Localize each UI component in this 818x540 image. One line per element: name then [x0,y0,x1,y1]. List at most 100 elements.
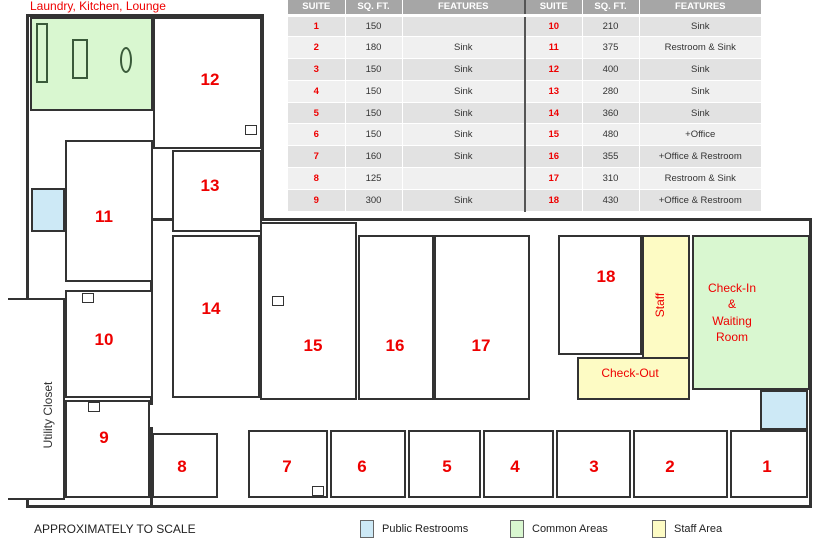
suite-label-10: 10 [94,330,114,349]
suite-11[interactable] [65,140,153,282]
legend-public-restrooms: Public Restrooms [360,520,468,538]
suite-label-11: 11 [95,207,113,226]
sqft-cell: 400 [582,58,640,81]
suite-table: SUITE SQ. FT. FEATURES SUITE SQ. FT. FEA… [288,0,762,212]
utility-closet-label: Utility Closet [41,381,55,449]
suite-label-17: 17 [471,336,491,355]
check-in-waiting-room[interactable] [692,235,810,390]
features-cell: Sink [402,80,526,103]
features-cell: Sink [402,189,526,212]
suite-label-5: 5 [442,457,452,476]
suite-18[interactable] [558,235,642,355]
sqft-cell: 300 [345,189,403,212]
header-features: FEATURES [402,0,526,17]
suite-8[interactable] [152,433,218,498]
suite-3[interactable] [556,430,631,498]
suite-cell: 14 [525,102,583,125]
suite-cell: 2 [288,36,346,60]
suite-label-4: 4 [510,457,520,476]
suite-label-12: 12 [200,70,220,89]
public-restroom [760,390,808,430]
sqft-cell: 160 [345,145,403,169]
suite-15[interactable] [260,222,357,400]
features-cell: +Office & Restroom [639,189,762,212]
suite-cell: 15 [525,123,583,147]
corridor [29,405,809,427]
features-cell: Restroom & Sink [639,36,762,60]
suite-2[interactable] [633,430,728,498]
suite-5[interactable] [408,430,481,498]
suite-cell: 1 [288,15,346,38]
features-cell: Sink [639,102,762,125]
legend-common-areas: Common Areas [510,520,608,538]
sink-icon [245,125,257,135]
suite-cell: 9 [288,189,346,212]
utility-closet [8,298,65,500]
suite-label-2: 2 [665,457,675,476]
scale-note: APPROXIMATELY TO SCALE [34,522,196,536]
room-label: Room [715,330,749,344]
suite-1[interactable] [730,430,808,498]
suite-cell: 6 [288,123,346,147]
suite-6[interactable] [330,430,406,498]
suite-9[interactable] [65,400,150,498]
lounge-title: Laundry, Kitchen, Lounge [30,0,170,13]
suite-label-8: 8 [177,457,187,476]
suite-16[interactable] [358,235,434,400]
features-cell: Sink [639,58,762,81]
header-suite: SUITE [525,0,583,17]
sqft-cell: 150 [345,80,403,103]
suite-cell: 7 [288,145,346,169]
lounge-room [30,17,153,111]
suite-label-16: 16 [385,336,405,355]
check-in-label: Check-In [707,281,757,295]
features-cell: +Office [639,123,762,147]
suite-17[interactable] [434,235,530,400]
suite-12[interactable] [153,17,262,149]
suite-label-14: 14 [201,299,221,318]
suite-label-18: 18 [596,267,616,286]
suite-label-15: 15 [303,336,323,355]
suite-cell: 10 [525,15,583,38]
suite-cell: 16 [525,145,583,169]
header-features: FEATURES [639,0,762,17]
check-out-label: Check-Out [601,366,659,380]
sqft-cell: 150 [345,123,403,147]
suite-label-1: 1 [762,457,772,476]
sink-icon [88,402,100,412]
suite-cell: 11 [525,36,583,60]
features-cell: Sink [639,80,762,103]
sqft-cell: 430 [582,189,640,212]
sink-icon [312,486,324,496]
check-in-amp: & [727,297,737,311]
suite-10[interactable] [65,290,153,398]
staff-label: Staff [653,292,667,318]
features-cell [402,167,526,190]
suite-4[interactable] [483,430,554,498]
suite-13[interactable] [172,150,262,232]
suite-cell: 13 [525,80,583,103]
suite-label-9: 9 [99,428,109,447]
suite-cell: 8 [288,167,346,190]
suite-cell: 12 [525,58,583,81]
suite-14[interactable] [172,235,260,398]
header-sqft: SQ. FT. [345,0,403,17]
features-cell: Sink [402,123,526,147]
legend-label: Staff Area [674,523,723,535]
legend-label: Public Restrooms [382,523,469,535]
sink-icon [272,296,284,306]
check-out-area [577,357,690,400]
features-cell: Sink [402,58,526,81]
sqft-cell: 280 [582,80,640,103]
sink-icon [82,293,94,303]
sqft-cell: 360 [582,102,640,125]
sqft-cell: 150 [345,58,403,81]
legend-label: Common Areas [532,523,608,535]
legend-staff-area: Staff Area [652,520,722,538]
